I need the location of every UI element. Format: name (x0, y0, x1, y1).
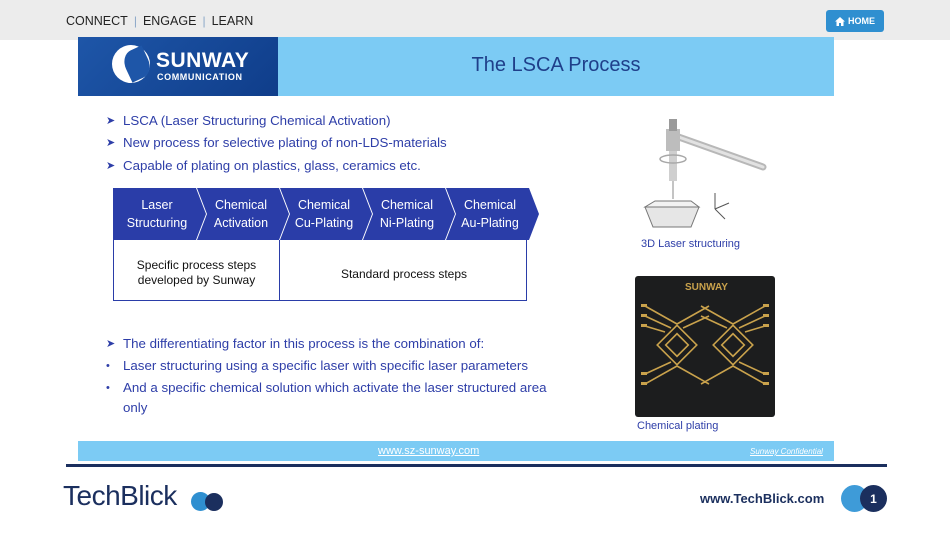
caption-laser: 3D Laser structuring (641, 238, 741, 250)
laser-structuring-illustration (643, 117, 783, 232)
step-laser-line1: Laser (141, 198, 172, 212)
process-chevrons: Laser Structuring Chemical Activation Ch… (113, 188, 539, 240)
page-number: 1 (860, 485, 887, 512)
slide-footer-url[interactable]: www.sz-sunway.com (378, 445, 480, 457)
slide-footer-confidential: Sunway Confidential (750, 447, 823, 456)
sunway-logo: SUNWAY COMMUNICATION (78, 37, 278, 96)
chemical-plating-sample: SUNWAY (635, 276, 775, 417)
chevron-arrow-icon (113, 188, 539, 240)
slide-header: SUNWAY COMMUNICATION The LSCA Process (78, 37, 834, 96)
step-cu-line1: Chemical (298, 198, 350, 212)
home-icon (835, 16, 845, 26)
step-activation-line1: Chemical (215, 198, 267, 212)
home-button-label: HOME (848, 16, 875, 26)
list-item: •And a specific chemical solution which … (106, 378, 563, 418)
step-ni-line2: Ni-Plating (380, 216, 434, 230)
differentiator-list: ➤The differentiating factor in this proc… (106, 334, 563, 420)
nav-separator: | (202, 14, 206, 28)
logo-subtitle: COMMUNICATION (157, 72, 243, 82)
nav-learn[interactable]: LEARN (211, 14, 254, 28)
presentation-slide: SUNWAY COMMUNICATION The LSCA Process ➤L… (78, 37, 834, 462)
top-nav: CONNECT | ENGAGE | LEARN (66, 14, 253, 28)
pcb-logo: SUNWAY (685, 282, 728, 293)
list-item: ➤New process for selective plating of no… (106, 135, 447, 151)
techblick-site-link[interactable]: www.TechBlick.com (700, 491, 825, 506)
step-cu-line2: Cu-Plating (295, 216, 353, 230)
dot-bullet-icon: • (106, 382, 110, 394)
nav-engage[interactable]: ENGAGE (142, 14, 197, 28)
techblick-logo[interactable]: TechBlick (63, 480, 177, 511)
step-au-line1: Chemical (464, 198, 516, 212)
step-ni-line1: Chemical (381, 198, 433, 212)
logo-name: SUNWAY (156, 49, 250, 72)
pcb-traces (641, 304, 769, 385)
techblick-logo-dots (191, 492, 231, 512)
standard-steps-label: Standard process steps (340, 267, 468, 281)
arrow-bullet-icon: ➤ (106, 338, 116, 350)
steps-divider (279, 240, 280, 301)
specific-steps-label: Specific process steps developed by Sunw… (136, 258, 257, 287)
logo-dot (205, 493, 223, 511)
slide-title: The LSCA Process (471, 54, 641, 76)
process-step-groups: Specific process steps developed by Sunw… (113, 240, 527, 301)
dot-bullet-icon: • (106, 360, 110, 372)
footer-divider (66, 464, 887, 467)
list-item: ➤LSCA (Laser Structuring Chemical Activa… (106, 112, 391, 128)
step-au-line2: Au-Plating (461, 216, 519, 230)
arrow-bullet-icon: ➤ (106, 137, 116, 150)
intro-bullets: ➤LSCA (Laser Structuring Chemical Activa… (106, 109, 447, 177)
slide-footer: www.sz-sunway.com Sunway Confidential (78, 441, 834, 461)
top-bar: CONNECT | ENGAGE | LEARN HOME (0, 0, 950, 40)
nav-separator: | (133, 14, 137, 28)
caption-pcb: Chemical plating (637, 420, 719, 432)
list-item: ➤The differentiating factor in this proc… (106, 334, 563, 354)
step-laser-line2: Structuring (127, 216, 187, 230)
nav-connect[interactable]: CONNECT (66, 14, 128, 28)
home-button[interactable]: HOME (826, 10, 884, 32)
list-item: ➤Capable of plating on plastics, glass, … (106, 157, 421, 173)
list-item: •Laser structuring using a specific lase… (106, 356, 563, 376)
step-activation-line2: Activation (214, 216, 268, 230)
arrow-bullet-icon: ➤ (106, 114, 116, 127)
arrow-bullet-icon: ➤ (106, 159, 116, 172)
